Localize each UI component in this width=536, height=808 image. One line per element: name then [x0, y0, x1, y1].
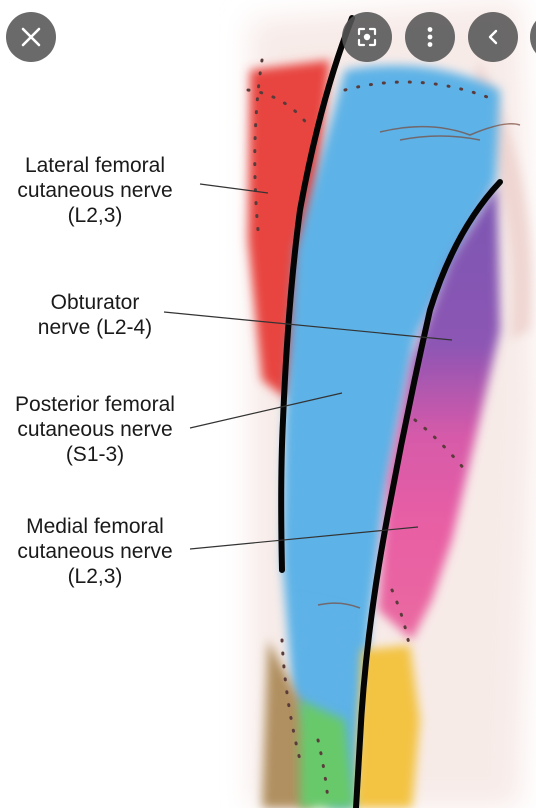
chevron-left-icon: [488, 29, 498, 45]
previous-image-button[interactable]: [468, 12, 518, 62]
visual-search-button[interactable]: [342, 12, 392, 62]
more-options-button[interactable]: [405, 12, 455, 62]
medial-femoral-region: [378, 185, 500, 640]
label-lateral-femoral: Lateral femoral cutaneous nerve (L2,3): [17, 154, 173, 227]
close-icon: [21, 27, 41, 47]
lateral-femoral-region: [248, 60, 330, 400]
label-obturator: Obturator nerve (L2-4): [37, 291, 153, 339]
next-image-button[interactable]: [530, 12, 536, 62]
label-posterior-femoral: Posterior femoral cutaneous nerve (S1-3): [15, 393, 175, 466]
more-vertical-icon: [427, 27, 433, 47]
visual-search-icon: [357, 27, 377, 47]
label-medial-femoral: Medial femoral cutaneous nerve (L2,3): [17, 515, 173, 588]
close-button[interactable]: [6, 12, 56, 62]
